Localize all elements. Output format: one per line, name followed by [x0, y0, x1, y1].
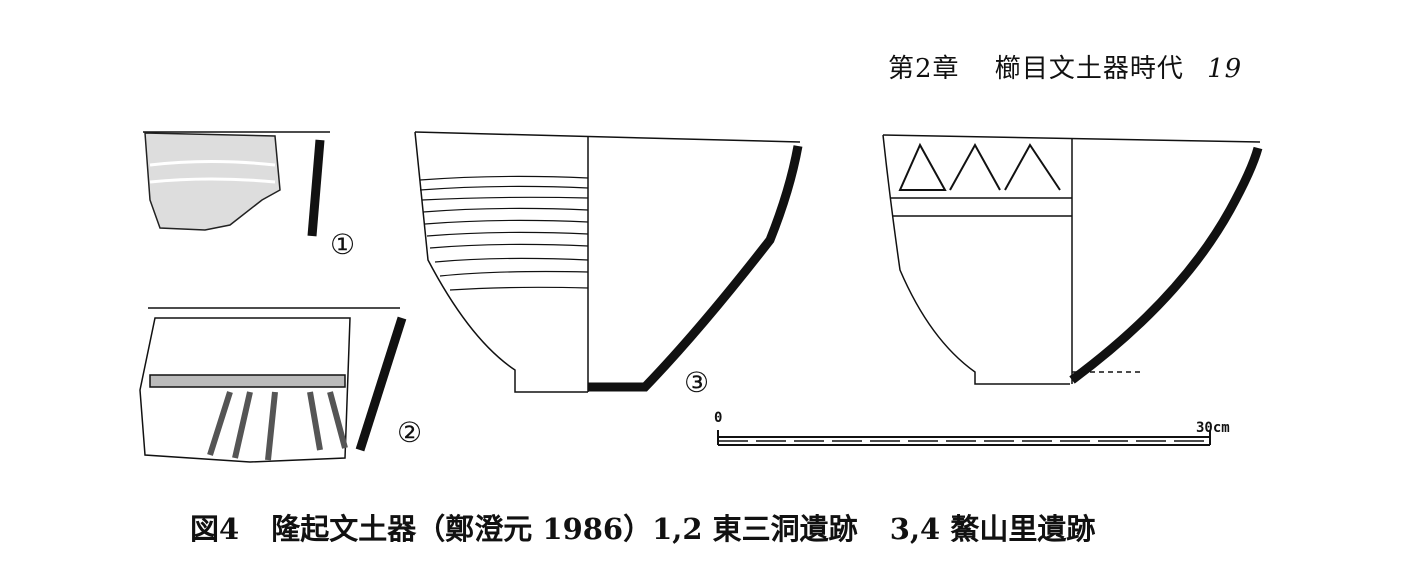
- pot-3-drawing: [414, 131, 803, 393]
- chapter-number: 第2章: [888, 54, 960, 84]
- scale-end-label: 30cm: [1196, 420, 1230, 436]
- figure-label-3: ③: [684, 366, 710, 399]
- pottery-figure: [139, 131, 1263, 463]
- sherd-1-drawing: [143, 131, 330, 237]
- chapter-title: 櫛目文土器時代: [994, 54, 1184, 84]
- scale-bar: [717, 430, 1211, 446]
- caption-text-2: 3,4 鰲山里遺跡: [889, 512, 1096, 546]
- pot-4-drawing: [882, 134, 1263, 385]
- caption-text: 隆起文土器（鄭澄元 1986）1,2 東三洞遺跡: [271, 512, 858, 546]
- figure-label-1: ①: [330, 228, 356, 261]
- page-number: 19: [1207, 54, 1243, 84]
- running-header: 第2章 櫛目文土器時代 19: [888, 48, 1242, 85]
- figure-label-2: ②: [397, 416, 423, 449]
- figure-number: 図4: [190, 512, 240, 546]
- figure-caption: 図4 隆起文土器（鄭澄元 1986）1,2 東三洞遺跡 3,4 鰲山里遺跡: [190, 506, 1117, 548]
- sherd-2-drawing: [139, 307, 407, 463]
- scale-start-label: 0: [714, 410, 723, 426]
